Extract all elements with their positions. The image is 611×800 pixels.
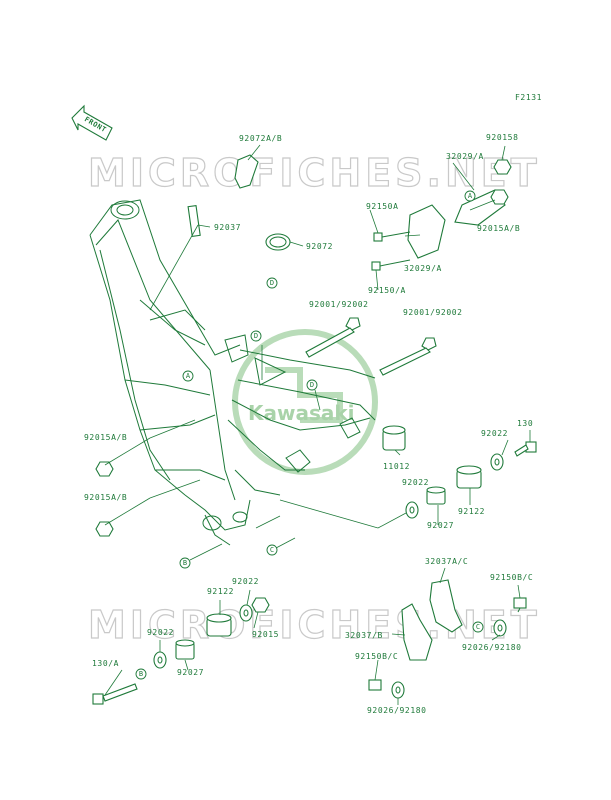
bushing-92122-lower-icon xyxy=(206,613,232,637)
nut-92015AB-right-icon xyxy=(490,189,509,205)
link-32037AC-icon xyxy=(429,579,463,633)
label-92015AB-right: 92015A/B xyxy=(477,224,520,233)
label-92122-lower: 92122 xyxy=(207,587,234,596)
label-92022-lower: 92022 xyxy=(232,577,259,586)
bolt-130A-icon xyxy=(92,683,138,705)
label-92027-right: 92027 xyxy=(427,521,454,530)
label-92026-lower: 92026/92180 xyxy=(367,706,427,715)
label-32029A-bottom: 32029/A xyxy=(404,264,442,273)
label-130-top: 130 xyxy=(517,419,533,428)
callout-d-frame2: D xyxy=(306,379,318,391)
callout-c-link: C xyxy=(472,621,484,633)
engine-plate-lower-icon xyxy=(407,204,446,259)
callout-d-frame1: D xyxy=(250,330,262,342)
label-92150A-top: 92150A xyxy=(366,202,399,211)
leader-lines xyxy=(104,144,531,705)
svg-text:B: B xyxy=(183,559,187,567)
watermark-bottom: MICROFICHES.NET xyxy=(88,603,541,647)
nut-92015-lower-icon xyxy=(251,597,270,613)
washer-92022-top-icon xyxy=(490,453,504,471)
svg-text:A: A xyxy=(186,372,191,380)
bushing-92027-right-icon xyxy=(426,486,446,505)
label-92037: 92037 xyxy=(214,223,241,232)
svg-text:C: C xyxy=(270,546,274,554)
figure-code: F2131 xyxy=(515,93,542,102)
long-bolt-left-icon xyxy=(305,317,361,358)
svg-text:D: D xyxy=(310,381,314,389)
callout-a-left: A xyxy=(182,370,194,382)
long-bolt-right-icon xyxy=(379,337,437,376)
svg-text:D: D xyxy=(254,332,258,340)
spacer-11012-icon xyxy=(382,425,406,451)
label-92022-top: 92022 xyxy=(481,429,508,438)
label-32037B: 32037/B xyxy=(345,631,383,640)
label-92026-right: 92026/92180 xyxy=(462,643,522,652)
washer-92022-lower-icon xyxy=(239,604,253,622)
callout-b-frame: B xyxy=(179,557,191,569)
part-labels: 92072A/B 920158 32029/A 92150A 92015A/B … xyxy=(84,133,533,715)
svg-text:C: C xyxy=(476,623,480,631)
nut-92015B-icon xyxy=(493,159,512,175)
label-92015AB-left2: 92015A/B xyxy=(84,493,127,502)
clamp-92072-icon xyxy=(265,233,291,251)
label-92015-lower: 92015 xyxy=(252,630,279,639)
logo-text: Kawasaki xyxy=(248,401,355,425)
washer-92022-mid-icon xyxy=(405,501,419,519)
label-92001-right: 92001/92002 xyxy=(403,308,463,317)
tag-92037-icon xyxy=(187,204,201,238)
svg-text:D: D xyxy=(270,279,274,287)
bracket-92072-icon xyxy=(234,154,259,189)
label-92022-left: 92022 xyxy=(147,628,174,637)
label-92015B: 920158 xyxy=(486,133,519,142)
label-92022-mid: 92022 xyxy=(402,478,429,487)
bushing-92122-right-icon xyxy=(456,465,482,489)
label-92150BC-left: 92150B/C xyxy=(355,652,398,661)
label-32029A-top: 32029/A xyxy=(446,152,484,161)
label-92122-right: 92122 xyxy=(458,507,485,516)
label-11012: 11012 xyxy=(383,462,410,471)
nut-92015AB-left1-icon xyxy=(95,461,114,477)
label-92150BC-right: 92150B/C xyxy=(490,573,533,582)
label-130A: 130/A xyxy=(92,659,119,668)
callout-d-clamp: D xyxy=(266,277,278,289)
label-92150A-bottom: 92150/A xyxy=(368,286,406,295)
watermark-top: MICROFICHES.NET xyxy=(88,151,541,195)
callout-a-plate: A xyxy=(464,190,476,202)
label-92072: 92072 xyxy=(306,242,333,251)
bolt-92150A-top-icon xyxy=(373,231,411,242)
label-92027-lower: 92027 xyxy=(177,668,204,677)
label-92001-left: 92001/92002 xyxy=(309,300,369,309)
nut-92015AB-left2-icon xyxy=(95,521,114,537)
label-32037AC: 32037A/C xyxy=(425,557,468,566)
washer-92026-lower-icon xyxy=(391,681,405,699)
frame-icon xyxy=(89,199,376,546)
callout-b-lower: B xyxy=(135,668,147,680)
washer-92026-right-icon xyxy=(493,619,507,637)
front-arrow-icon: FRONT xyxy=(71,104,113,141)
link-32037B-icon xyxy=(401,603,433,661)
bolt-130-icon xyxy=(514,441,537,457)
bolt-92150BC-left-icon xyxy=(368,679,382,691)
svg-text:B: B xyxy=(139,670,143,678)
bushing-92027-lower-icon xyxy=(175,639,195,660)
callout-c-frame: C xyxy=(266,544,278,556)
label-92015AB-left1: 92015A/B xyxy=(84,433,127,442)
washer-92022-left-icon xyxy=(153,651,167,669)
label-92072AB: 92072A/B xyxy=(239,134,282,143)
svg-text:A: A xyxy=(468,192,473,200)
kawasaki-logo-icon: Kawasaki xyxy=(232,329,378,475)
